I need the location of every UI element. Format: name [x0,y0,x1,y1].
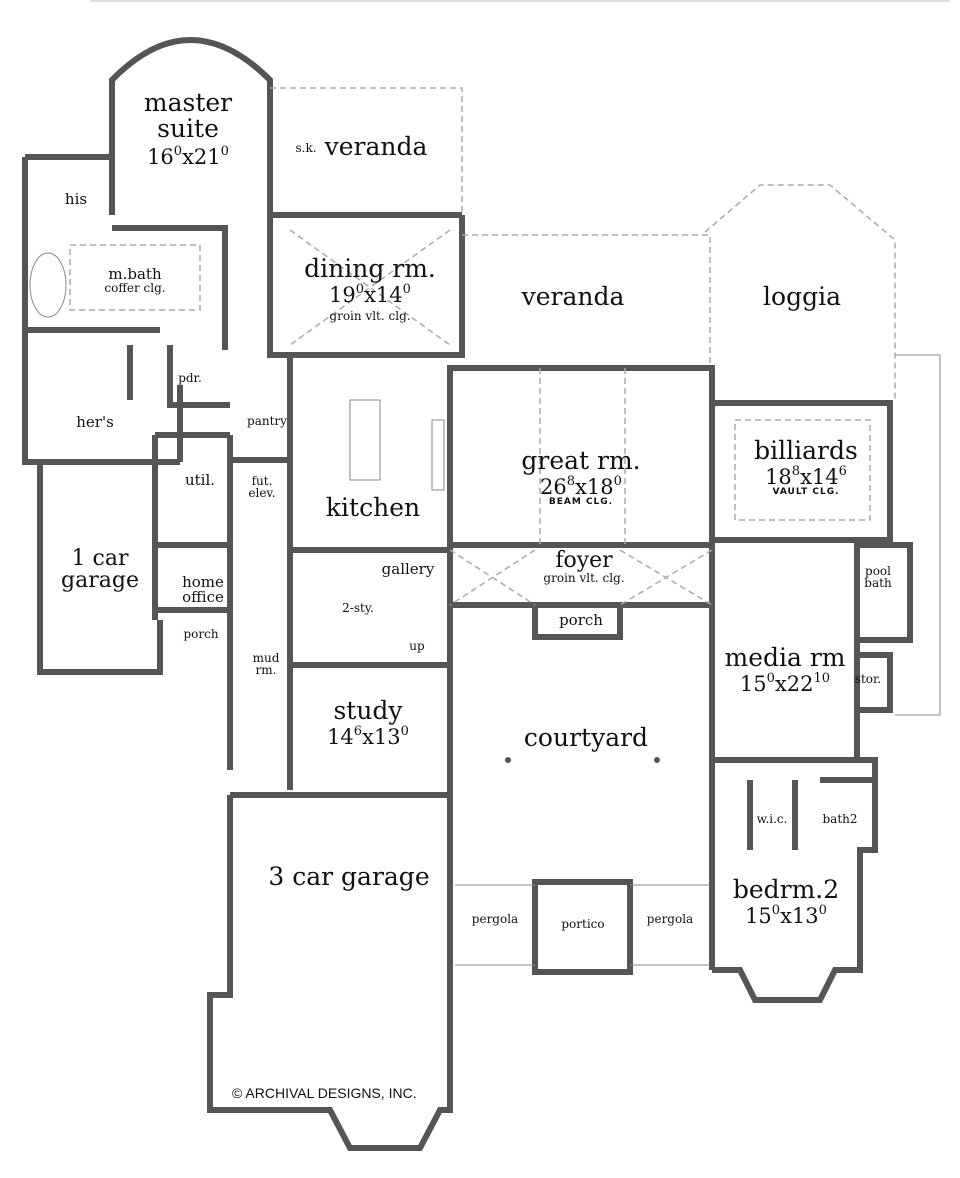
room-foyer: foyer groin vlt. clg. [543,548,625,585]
room-pantry: pantry [247,414,287,428]
room-mud-rm: mud rm. [253,652,280,676]
room-name: media rm [724,643,846,672]
ceiling-note: groin vlt. clg. [543,571,625,585]
room-name: office [182,588,224,606]
pergola-left: pergola [471,912,519,926]
room-m-bath: m.bath coffer clg. [104,265,166,295]
room-dining: dining rm. 190x140 groin vlt. clg. [304,254,436,323]
room-bedrm2: bedrm.2 150x130 [732,875,840,928]
room-3-car-garage: 3 car garage [268,862,430,891]
room-name: mud [252,651,280,665]
room-1-car-garage: 1 car garage [61,548,139,592]
room-name: bath [864,576,892,590]
room-gallery: gallery [381,560,435,578]
pergola-right: pergola [646,912,694,926]
ceiling-note: coffer clg. [104,281,166,295]
sink-label: s.k. [295,141,317,155]
room-name: bedrm.2 [732,875,840,904]
room-porch-side: porch [183,627,219,641]
room-name: rm. [255,663,277,677]
room-name: garage [61,568,139,593]
room-stor: stor. [854,672,882,686]
room-home-office: home office [182,575,224,605]
room-bath2: bath2 [822,812,858,826]
room-loggia: loggia [763,282,841,311]
room-pool-bath: pool bath [864,565,891,589]
room-pdr: pdr. [178,371,202,385]
ceiling-note: groin vlt. clg. [329,309,411,323]
room-name: master suite [143,88,233,144]
room-name: foyer [555,548,613,573]
room-courtyard: courtyard [523,723,649,752]
room-billiards: billiards 188x146 VAULT CLG. [754,436,858,497]
stair-up-label: up [409,639,425,653]
room-name: great rm. [521,446,641,475]
room-porch-front: porch [559,611,603,629]
room-name: 1 car [71,546,129,571]
room-master-suite: master suite 160x210 [133,88,243,169]
copyright-text: © ARCHIVAL DESIGNS, INC. [232,1085,417,1101]
room-media-rm: media rm 150x2210 [724,643,846,696]
two-story-label: 2-sty. [342,601,374,615]
room-wic: w.i.c. [756,812,788,826]
room-name: pool [865,564,891,578]
room-name: home [182,573,224,591]
room-dimensions: 160x210 [147,143,229,169]
ceiling-note: BEAM CLG. [548,497,614,507]
room-his: his [64,190,88,208]
room-hers: her's [76,413,114,431]
room-kitchen: kitchen [325,493,421,522]
ceiling-note: VAULT CLG. [772,487,840,497]
room-util: util. [184,471,216,489]
room-portico: portico [561,917,605,931]
room-fut-elev: fut. elev. [248,474,276,500]
room-name: billiards [754,436,858,465]
room-great-rm: great rm. 268x180 BEAM CLG. [521,446,641,507]
room-veranda-mid: veranda [521,282,625,311]
room-name: dining rm. [304,254,436,283]
room-study: study 146x130 [327,696,409,749]
room-name: m.bath [108,265,162,283]
room-name: study [333,696,403,725]
room-veranda-top: veranda [324,132,428,161]
